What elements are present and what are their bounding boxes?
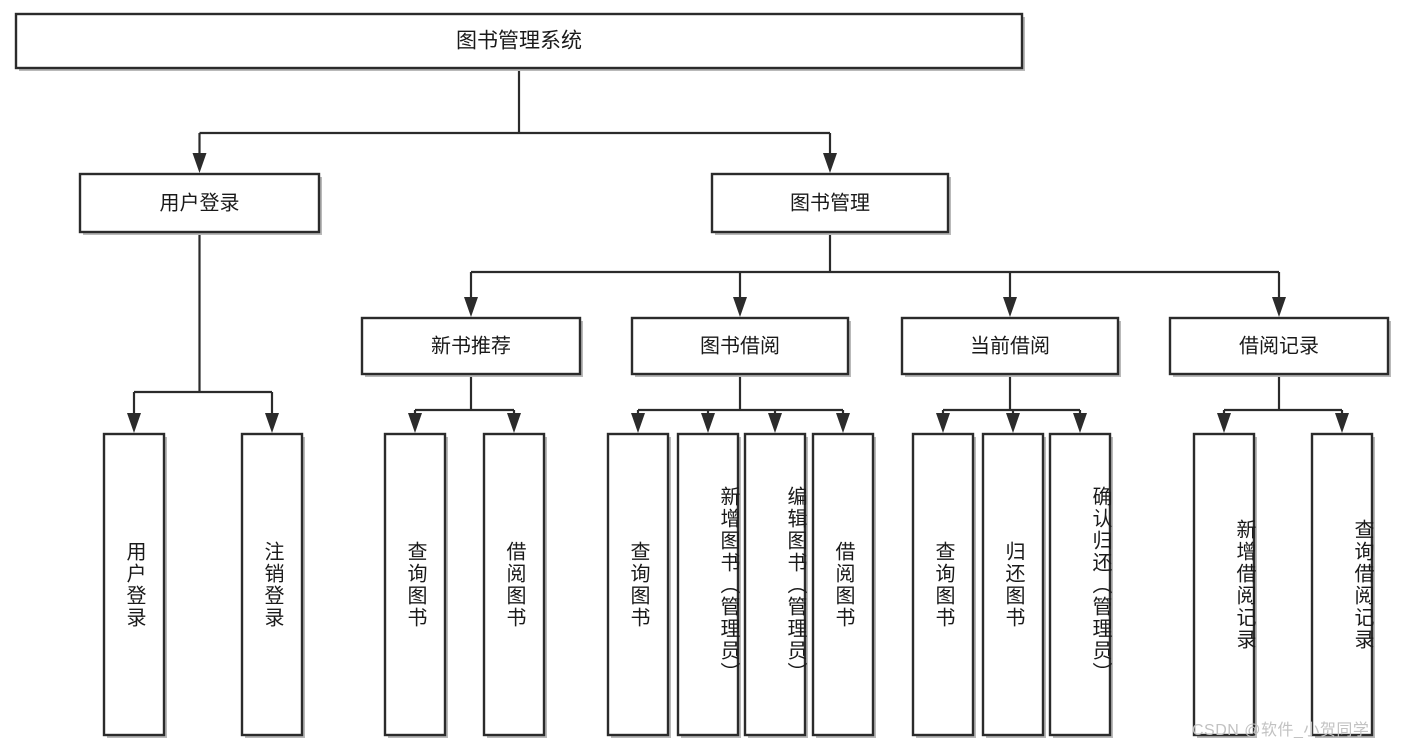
arrow-head-icon [701,413,715,433]
node-rect[interactable] [606,432,670,737]
arrow-head-icon [768,413,782,433]
arrow-head-icon [192,153,207,173]
node-leaf-borrow-book[interactable] [811,432,876,738]
node-rect[interactable] [1310,432,1374,737]
node-rect[interactable] [102,432,166,737]
node-rect[interactable] [360,316,582,376]
node-rect[interactable] [1192,432,1256,737]
arrow-head-icon [631,413,645,433]
node-current-borrow[interactable]: 当前借阅 [900,316,1121,377]
connector-layer [127,68,1349,433]
node-book-borrow[interactable]: 图书借阅 [630,316,851,377]
node-book-management[interactable]: 图书管理 [710,172,951,235]
arrow-head-icon [836,413,850,433]
node-label: 图书管理 [790,191,870,214]
node-rect[interactable] [900,316,1120,376]
node-rect[interactable] [240,432,304,737]
node-leaf-query-book-recommend[interactable] [383,432,448,738]
arrow-head-icon [1335,413,1349,433]
node-root[interactable]: 图书管理系统 [14,12,1025,71]
node-leaf-query-borrow-record[interactable] [1310,432,1375,738]
node-leaf-edit-book-admin[interactable] [743,432,808,738]
node-leaf-logout-login[interactable] [240,432,305,738]
node-label: 借阅记录 [1239,334,1319,357]
csdn-watermark: CSDN @软件_小贺同学 [1192,722,1370,739]
node-user-login[interactable]: 用户登录 [78,172,322,235]
arrow-head-icon [1006,413,1020,433]
node-label: 新书推荐 [431,334,511,357]
arrow-head-icon [464,297,478,317]
node-rect[interactable] [710,172,950,234]
node-rect[interactable] [911,432,975,737]
node-leaf-user-login[interactable] [102,432,167,738]
arrow-head-icon [1217,413,1231,433]
node-leaf-query-book-borrow[interactable] [606,432,671,738]
node-leaf-confirm-return-admin[interactable] [1048,432,1113,738]
node-rect[interactable] [1048,432,1112,737]
node-new-book-recommend[interactable]: 新书推荐 [360,316,583,377]
arrow-head-icon [823,153,837,173]
node-rect[interactable] [482,432,546,737]
arrow-head-icon [507,413,521,433]
node-label: 图书管理系统 [456,30,582,53]
node-label: 当前借阅 [970,334,1050,357]
node-rect[interactable] [743,432,807,737]
node-leaf-add-borrow-record[interactable] [1192,432,1257,738]
node-leaf-add-book-admin[interactable] [676,432,741,738]
node-leaf-return-book[interactable] [981,432,1046,738]
node-rect[interactable] [78,172,321,234]
node-rect[interactable] [383,432,447,737]
node-leaf-query-book-current[interactable] [911,432,976,738]
arrow-head-icon [1272,297,1286,317]
node-label: 用户登录 [160,191,240,214]
node-borrow-record[interactable]: 借阅记录 [1168,316,1391,377]
node-rect[interactable] [981,432,1045,737]
arrow-head-icon [408,413,422,433]
arrow-head-icon [265,413,279,433]
arrow-head-icon [127,413,141,433]
node-label: 图书借阅 [700,334,780,357]
node-rect[interactable] [14,12,1024,70]
node-rect[interactable] [1168,316,1390,376]
arrow-head-icon [1073,413,1087,433]
node-leaf-borrow-book-recommend[interactable] [482,432,547,738]
arrow-head-icon [733,297,747,317]
arrow-head-icon [1003,297,1017,317]
arrow-head-icon [936,413,950,433]
node-rect[interactable] [630,316,850,376]
node-rect[interactable] [811,432,875,737]
node-rect[interactable] [676,432,740,737]
